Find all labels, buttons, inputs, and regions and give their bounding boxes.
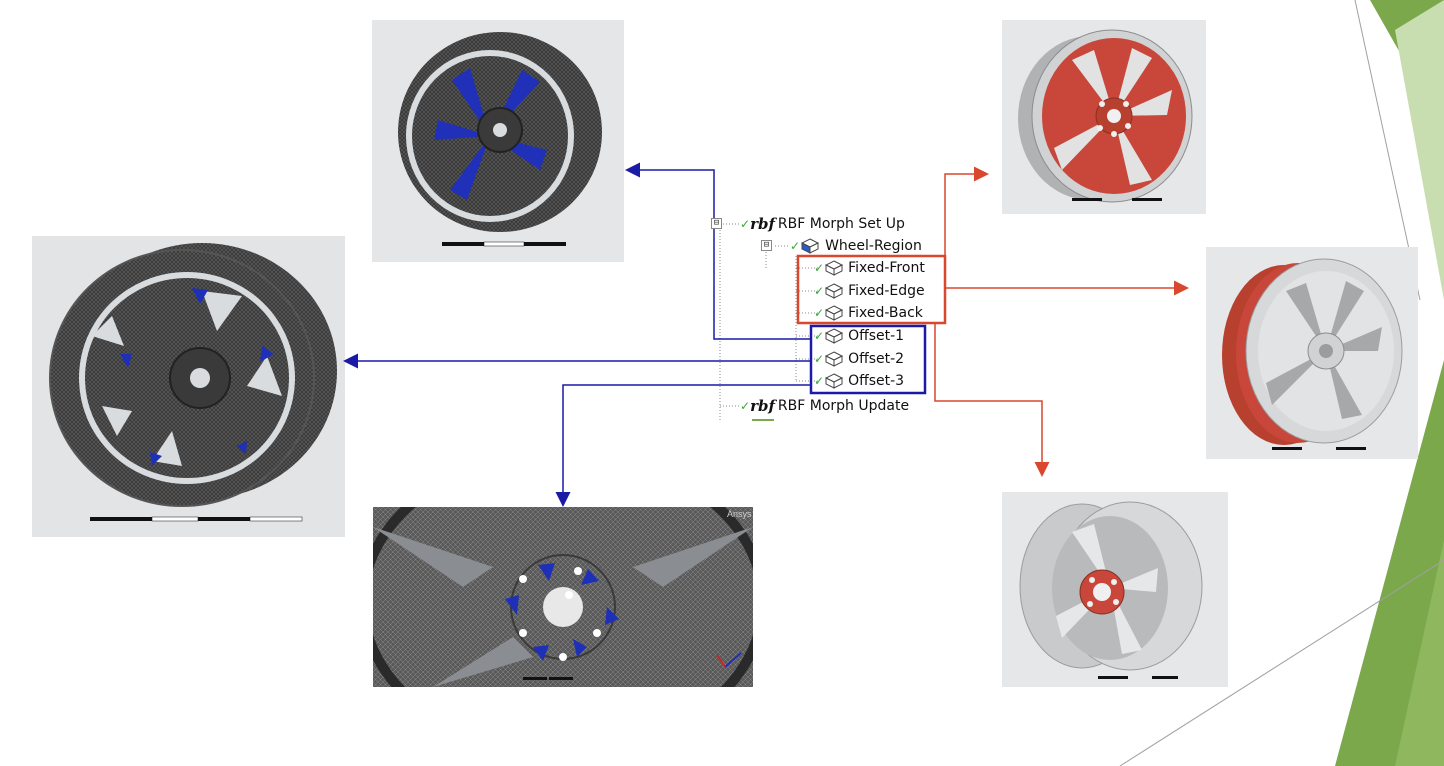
- wheel-render-image: [1222, 258, 1403, 450]
- rbf-logo-icon: rbf: [750, 215, 775, 233]
- rbf-logo-icon: rbf: [750, 397, 775, 415]
- mesh-wheel-blue-offset-top: [372, 20, 624, 262]
- tree-node-label: Offset-2: [848, 351, 905, 367]
- wheel-mesh-image: Ansys: [373, 507, 753, 687]
- cube-icon: [825, 328, 844, 344]
- tree-node-offset-2[interactable]: ✓ Offset-2: [814, 349, 904, 369]
- tree-node-fixed-back[interactable]: ✓ Fixed-Back: [814, 303, 923, 323]
- mesh-wheel-blue-offset-left: [32, 236, 345, 537]
- tree-node-fixed-edge[interactable]: ✓ Fixed-Edge: [814, 281, 925, 301]
- tree-node-label: Wheel-Region: [825, 238, 922, 254]
- cube-icon: [825, 260, 844, 276]
- check-icon: ✓: [814, 329, 825, 343]
- arrow-fixed-front: [944, 166, 989, 270]
- deco-line: [1119, 559, 1444, 766]
- check-icon: ✓: [814, 352, 825, 366]
- tree-node-wheel-region[interactable]: ✓ Wheel-Region: [790, 236, 922, 256]
- tree-node-offset-3[interactable]: ✓ Offset-3: [814, 371, 904, 391]
- check-icon: ✓: [814, 284, 825, 298]
- cube-icon: [825, 373, 844, 389]
- check-icon: ✓: [740, 399, 751, 413]
- cube-icon: [825, 283, 844, 299]
- mesh-wheel-blue-hub-closeup: Ansys: [373, 507, 753, 687]
- svg-text:Ansys: Ansys: [727, 509, 752, 519]
- wheel-mesh-image: [49, 243, 337, 522]
- tree-node-rbf-morph-setup[interactable]: ✓ rbf RBF Morph Set Up: [740, 214, 905, 234]
- wheel-render-image: [1019, 501, 1203, 679]
- render-wheel-red-edge: [1206, 247, 1418, 459]
- render-wheel-red-back: [1002, 492, 1228, 687]
- check-icon: ✓: [814, 306, 825, 320]
- tree-node-label: RBF Morph Update: [777, 398, 910, 414]
- tree-node-label: Fixed-Edge: [848, 283, 925, 299]
- deco-light-wedge: [1395, 0, 1444, 300]
- deco-green-wedge-bottom: [1335, 360, 1444, 766]
- cube-icon: [801, 238, 820, 254]
- cube-icon: [825, 305, 844, 321]
- check-icon: ✓: [790, 239, 801, 253]
- check-icon: ✓: [814, 374, 825, 388]
- tree-node-fixed-front[interactable]: ✓ Fixed-Front: [814, 258, 925, 278]
- tree-node-label: RBF Morph Set Up: [777, 216, 905, 232]
- check-icon: ✓: [814, 261, 825, 275]
- arrow-fixed-back: [934, 323, 1050, 477]
- tree-node-label: Offset-1: [848, 328, 905, 344]
- tree-node-label: Fixed-Back: [848, 305, 923, 321]
- offset-group-box: [809, 324, 927, 395]
- cube-icon: [825, 351, 844, 367]
- wheel-mesh-image: [398, 32, 602, 247]
- deco-green-wedge-bottom-inner: [1395, 540, 1444, 766]
- tree-node-offset-1[interactable]: ✓ Offset-1: [814, 326, 904, 346]
- fixed-group-box: [796, 254, 947, 325]
- check-icon: ✓: [740, 217, 751, 231]
- tree-node-rbf-morph-update[interactable]: ✓ rbf RBF Morph Update: [740, 396, 909, 416]
- tree-expander-icon[interactable]: ⊟: [711, 218, 722, 229]
- arrow-offset-1: [625, 162, 811, 340]
- tree-node-label: Offset-3: [848, 373, 905, 389]
- tree-expander-icon[interactable]: ⊟: [761, 240, 772, 251]
- tree-node-label: Fixed-Front: [848, 260, 925, 276]
- render-wheel-red-front: [1002, 20, 1206, 214]
- arrow-offset-3: [555, 384, 811, 507]
- wheel-render-image: [1018, 29, 1193, 203]
